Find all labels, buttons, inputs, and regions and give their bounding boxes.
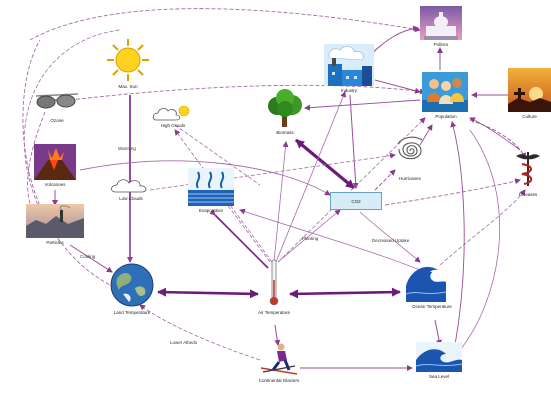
node-hurricanes: Hurricanes bbox=[384, 134, 436, 184]
node-politics: Politics bbox=[418, 6, 468, 52]
node-label: Culture bbox=[522, 114, 537, 119]
node-volcanoes: Volcanoes bbox=[30, 144, 80, 194]
edge-air-to-biomass bbox=[273, 141, 289, 263]
edge-land-air-thick bbox=[157, 287, 259, 299]
cloud-sun-icon bbox=[152, 105, 190, 121]
edge-ocean-to-diseases bbox=[439, 189, 526, 266]
node-label: CO2 bbox=[351, 199, 361, 204]
node-land-temperature: Land Temperature bbox=[100, 262, 164, 324]
edge-population-to-diseases bbox=[469, 119, 526, 159]
edge-right-loop bbox=[459, 129, 501, 351]
node-label: Ozone bbox=[50, 118, 64, 123]
node-max-sun: Max. Sun bbox=[100, 38, 156, 94]
edge-volcanoes-to-co2 bbox=[79, 160, 331, 196]
caduceus-icon bbox=[516, 152, 540, 186]
node-industry: Industry bbox=[322, 44, 376, 100]
edge-sea-level-to-population bbox=[450, 121, 465, 346]
edge-air-ocean-thick bbox=[289, 287, 401, 299]
hurricane-swirl-icon bbox=[397, 136, 423, 160]
node-label: High Clouds bbox=[160, 123, 186, 128]
edge-label-lower-albedo: Lower Albedo bbox=[170, 340, 198, 345]
node-sea-level: Sea Level bbox=[408, 342, 470, 384]
edge-land-temp-loop bbox=[22, 39, 121, 291]
sunglasses-icon bbox=[35, 93, 79, 109]
node-label: Air Temperature bbox=[258, 310, 290, 315]
edge-label-decreased-uptake: Decreased Uptake bbox=[372, 238, 410, 243]
edge-label-planting: Planting bbox=[302, 236, 319, 241]
edge-diseases-to-population bbox=[469, 117, 521, 151]
edge-high-clouds-link bbox=[174, 124, 261, 186]
rising-wave-icon bbox=[416, 342, 462, 372]
ocean-wave-icon bbox=[406, 266, 446, 302]
edge-ozone-to-population bbox=[69, 84, 426, 101]
factory-smoke-icon bbox=[324, 44, 374, 86]
people-group-icon bbox=[422, 72, 468, 112]
edge-air-to-population bbox=[277, 117, 426, 263]
edge-label-warming: Warming bbox=[118, 146, 136, 151]
edge-glaciers-to-land-temp bbox=[139, 304, 261, 361]
node-diseases: Diseases bbox=[508, 150, 548, 202]
node-continental-glaciers: Continental Glaciers bbox=[246, 342, 312, 396]
sun-icon bbox=[107, 39, 149, 81]
node-biomass: Biomass bbox=[260, 88, 310, 140]
edge-air-to-industry bbox=[275, 91, 346, 263]
node-label: Biomass bbox=[276, 130, 294, 135]
node-high-clouds: High Clouds bbox=[148, 104, 198, 132]
node-label: Hurricanes bbox=[399, 176, 421, 181]
node-label: Land Temperature bbox=[113, 310, 151, 315]
edge-co2-to-diseases bbox=[384, 178, 521, 206]
edge-industry-to-population bbox=[374, 79, 421, 94]
capitol-building-icon bbox=[420, 6, 462, 40]
earth-globe-icon bbox=[110, 263, 154, 307]
node-label: Sea Level bbox=[428, 374, 449, 379]
node-label: Ocean Temperature bbox=[412, 304, 452, 309]
node-label: Particles bbox=[46, 240, 64, 245]
thermometer-icon bbox=[269, 259, 279, 306]
node-particles: Particles bbox=[24, 204, 86, 250]
node-label: Low Clouds bbox=[119, 196, 143, 201]
edge-evaporation-air bbox=[209, 209, 269, 269]
steaming-water-icon bbox=[188, 168, 234, 206]
node-ocean-temperature: Ocean Temperature bbox=[400, 262, 464, 322]
node-population: Population bbox=[420, 72, 472, 124]
smog-landscape-icon bbox=[26, 204, 84, 238]
edge-industry-to-co2 bbox=[349, 94, 359, 189]
volcano-icon bbox=[34, 144, 76, 180]
church-sunset-icon bbox=[508, 68, 551, 112]
edge-outer-loop bbox=[24, 29, 121, 211]
node-air-temperature: Air Temperature bbox=[252, 258, 296, 328]
node-label: Evaporation bbox=[198, 208, 224, 213]
edge-co2-to-ocean bbox=[359, 211, 421, 263]
node-label: Industry bbox=[340, 88, 357, 93]
edge-air-to-glaciers bbox=[274, 324, 281, 346]
node-evaporation: Evaporation bbox=[186, 168, 236, 218]
cloud-icon bbox=[111, 179, 147, 193]
node-culture: Culture bbox=[508, 68, 551, 128]
node-label: Diseases bbox=[518, 192, 538, 197]
edge-population-to-biomass bbox=[304, 99, 421, 111]
tree-icon bbox=[268, 89, 302, 127]
edge-label-cooling: Cooling bbox=[80, 254, 96, 259]
edge-hurricanes-to-population bbox=[419, 124, 433, 146]
edge-air-to-co2 bbox=[277, 209, 341, 263]
edge-air-to-evaporation bbox=[219, 194, 271, 263]
node-ozone: Ozone bbox=[30, 90, 84, 130]
node-label: Max. Sun bbox=[118, 84, 138, 89]
edge-ocean-to-evaporation bbox=[239, 208, 421, 271]
node-label: Volcanoes bbox=[44, 182, 66, 187]
node-label: Continental Glaciers bbox=[258, 378, 300, 383]
node-co2: CO2 bbox=[330, 192, 382, 210]
edge-max-sun-to-population bbox=[29, 8, 421, 41]
edge-co2-to-hurricanes bbox=[374, 169, 396, 191]
edge-biomass-co2-thick bbox=[294, 138, 356, 190]
skier-icon bbox=[260, 343, 298, 375]
edge-low-clouds-to-hurricanes bbox=[149, 152, 396, 191]
edge-particles-to-land-temp bbox=[69, 244, 113, 273]
edge-ocean-to-sea-level bbox=[434, 319, 442, 346]
node-low-clouds: Low Clouds bbox=[108, 176, 154, 206]
node-label: Population bbox=[435, 114, 457, 119]
node-label: Politics bbox=[433, 42, 449, 47]
